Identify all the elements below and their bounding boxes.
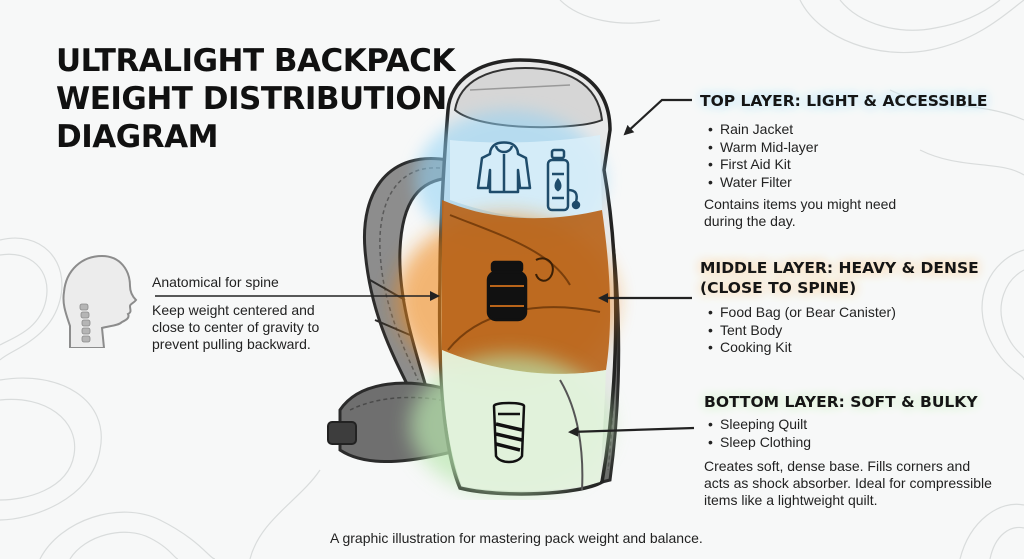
diagram-caption: A graphic illustration for mastering pac… xyxy=(330,530,703,546)
title-line-1: ULTRALIGHT BACKPACK xyxy=(56,43,455,79)
middle-layer-heading: MIDDLE LAYER: HEAVY & DENSE (CLOSE TO SP… xyxy=(700,258,979,298)
list-item: First Aid Kit xyxy=(708,156,818,174)
list-item: Sleeping Quilt xyxy=(708,416,811,434)
list-item: Warm Mid-layer xyxy=(708,139,818,157)
title-line-3: DIAGRAM xyxy=(56,119,218,155)
bottom-layer-heading: BOTTOM LAYER: SOFT & BULKY xyxy=(704,392,978,412)
middle-layer-items: Food Bag (or Bear Canister) Tent Body Co… xyxy=(708,304,896,357)
sleeping-quilt-icon xyxy=(492,401,526,464)
bottom-layer-items: Sleeping Quilt Sleep Clothing xyxy=(708,416,811,451)
middle-layer-heading-line-2: (CLOSE TO SPINE) xyxy=(700,279,857,297)
spine-label: Anatomical for spine xyxy=(152,274,279,290)
rain-jacket-icon xyxy=(476,141,532,194)
middle-layer-heading-line-1: MIDDLE LAYER: HEAVY & DENSE xyxy=(700,259,979,277)
diagram-title: ULTRALIGHT BACKPACK WEIGHT DISTRIBUTION … xyxy=(56,42,455,156)
list-item: Water Filter xyxy=(708,174,818,192)
top-layer-note: Contains items you might need during the… xyxy=(704,196,897,229)
list-item: Sleep Clothing xyxy=(708,434,811,452)
list-item: Tent Body xyxy=(708,322,896,340)
food-canister-icon xyxy=(486,260,528,322)
top-layer-items: Rain Jacket Warm Mid-layer First Aid Kit… xyxy=(708,121,818,191)
list-item: Cooking Kit xyxy=(708,339,896,357)
top-layer-heading: TOP LAYER: LIGHT & ACCESSIBLE xyxy=(700,91,987,111)
bottom-layer-heading-line: BOTTOM LAYER: SOFT & BULKY xyxy=(704,393,978,411)
water-filter-icon xyxy=(546,148,581,212)
title-line-2: WEIGHT DISTRIBUTION xyxy=(56,81,447,117)
top-layer-heading-line: TOP LAYER: LIGHT & ACCESSIBLE xyxy=(700,92,988,110)
bottom-layer-note: Creates soft, dense base. Fills corners … xyxy=(704,458,992,508)
list-item: Food Bag (or Bear Canister) xyxy=(708,304,896,322)
spine-description: Keep weight centered and close to center… xyxy=(152,302,320,352)
head-spine-profile-icon xyxy=(62,254,138,348)
backpack-illustration xyxy=(327,58,621,496)
list-item: Rain Jacket xyxy=(708,121,818,139)
